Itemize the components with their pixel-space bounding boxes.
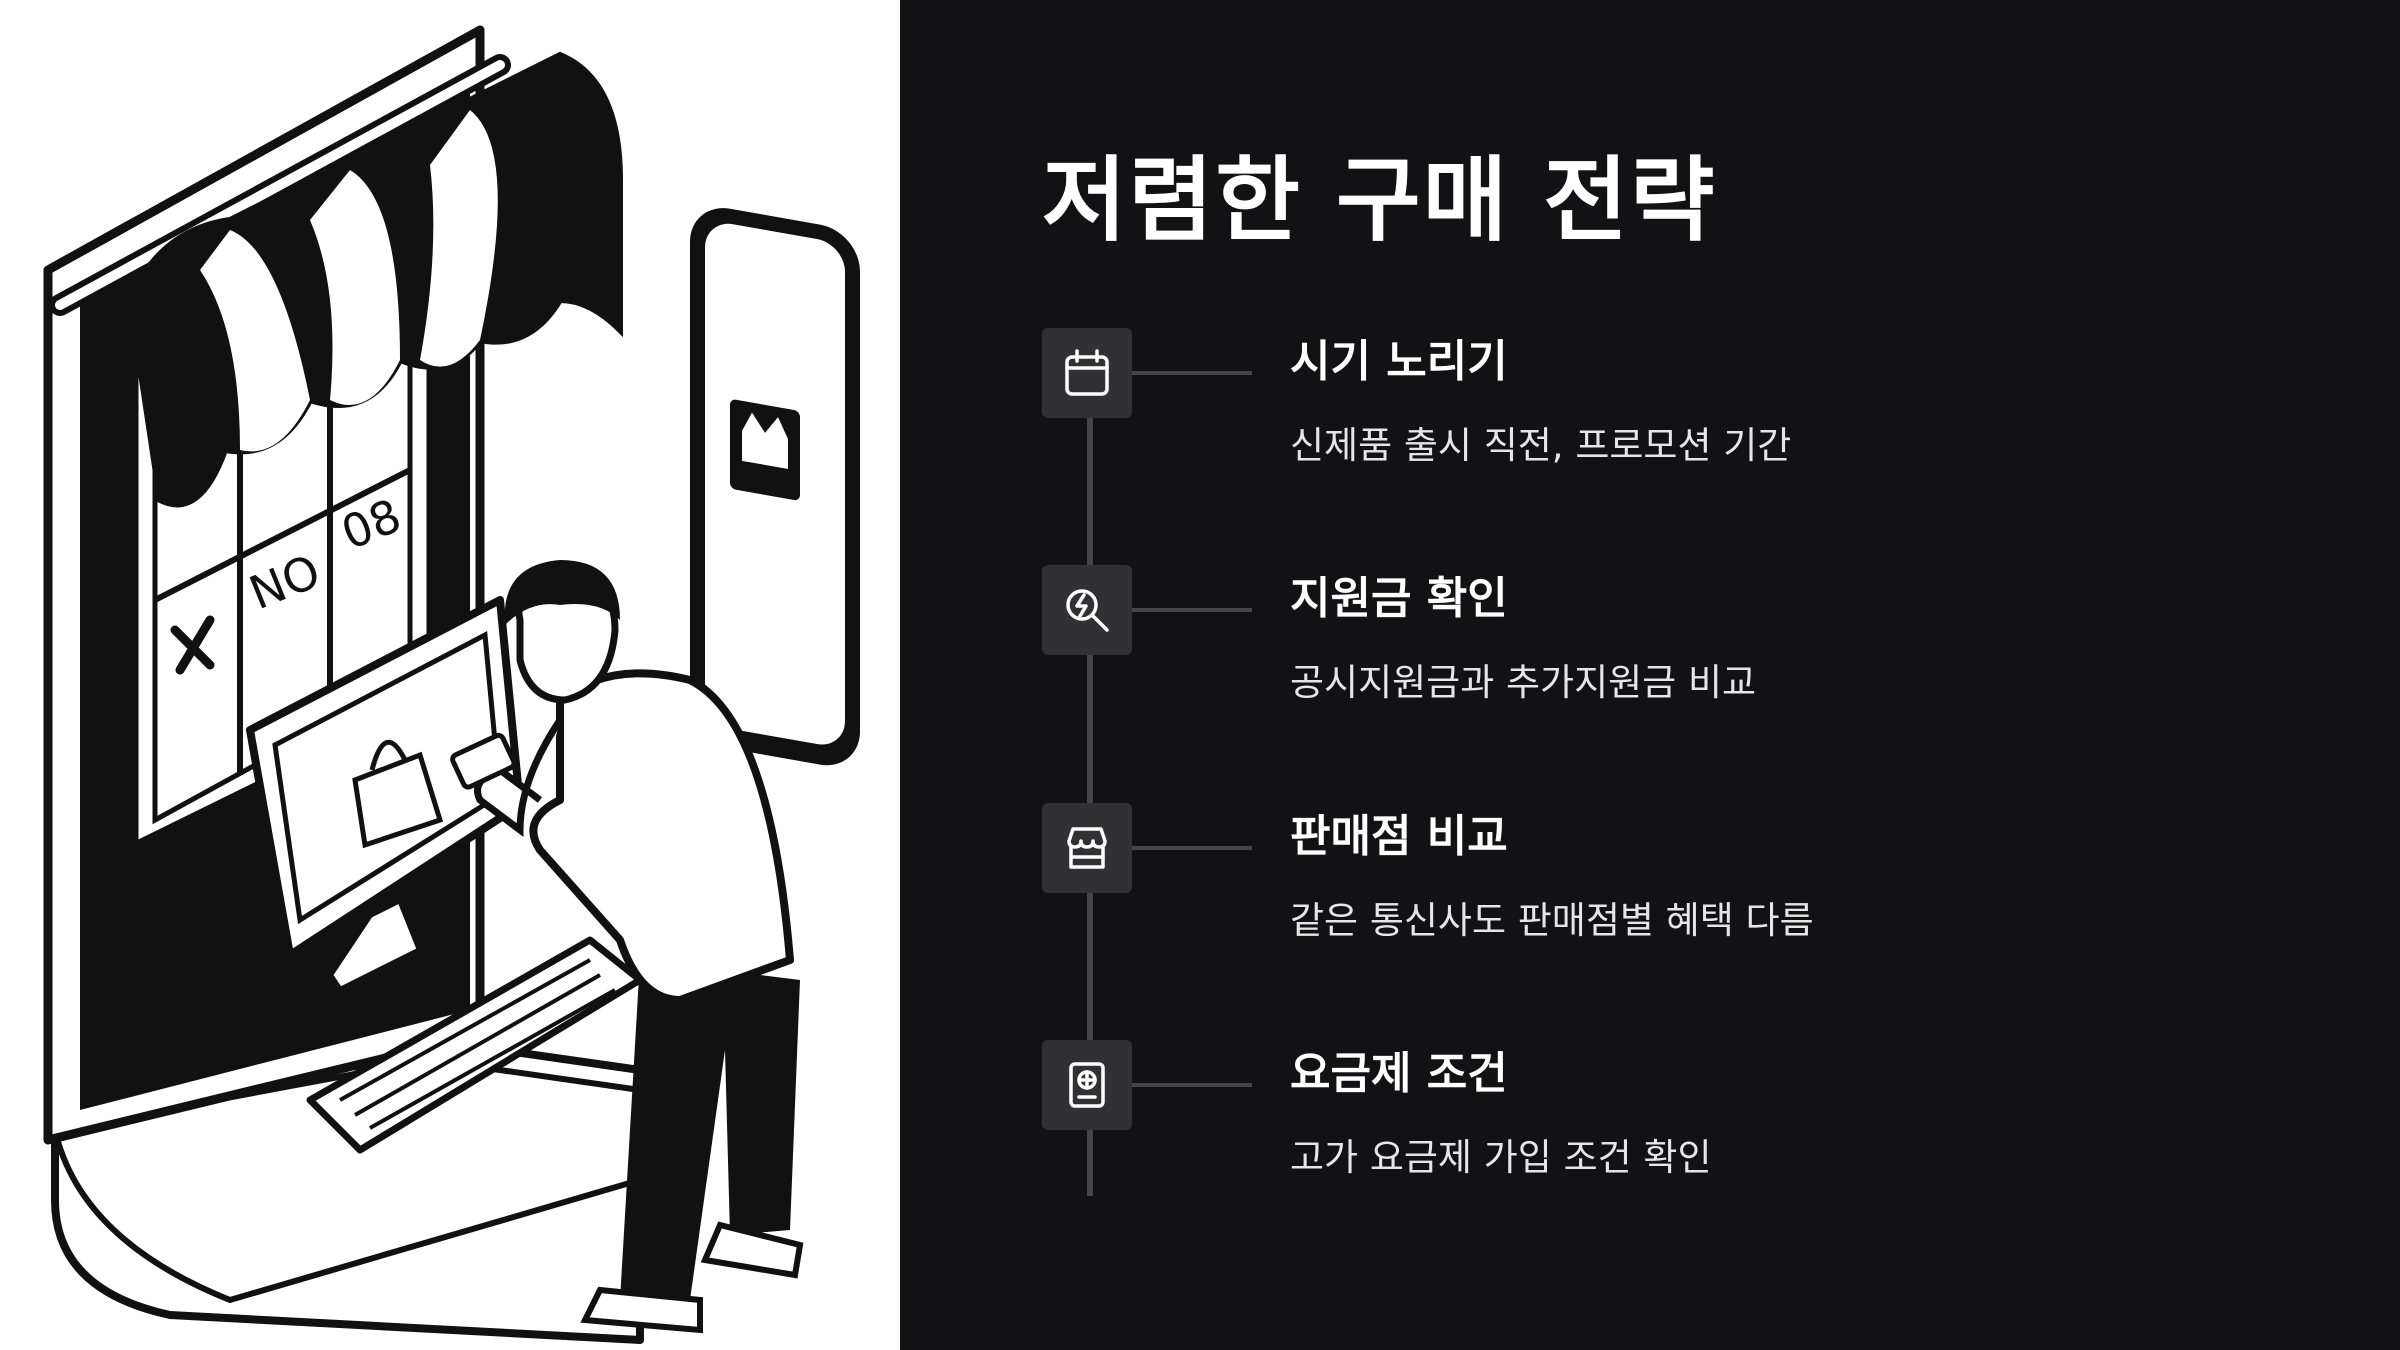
timeline-line: [1087, 380, 1093, 1196]
person-hair: [504, 560, 620, 625]
search-bolt-icon: [1042, 565, 1132, 655]
store-floor: [51, 1056, 643, 1304]
step-subsidy: 지원금 확인 공시지원금과 추가지원금 비교: [1042, 565, 2342, 735]
monitor-stand: [326, 895, 424, 994]
content-panel: 저렴한 구매 전략 시기 노리기 신제품 출시 직전, 프로모션 기간: [900, 0, 2400, 1350]
step-store-compare: 판매점 비교 같은 통신사도 판매점별 혜택 다름: [1042, 803, 2342, 973]
person-jacket: [529, 669, 794, 1004]
hand-phone: [450, 732, 517, 790]
page-title: 저렴한 구매 전략: [1042, 147, 1717, 254]
step-plan-conditions: 요금제 조건 고가 요금제 가입 조건 확인: [1042, 1040, 2342, 1210]
step-description: 신제품 출시 직전, 프로모션 기간: [1290, 424, 1792, 467]
step-description: 같은 통신사도 판매점별 혜택 다름: [1290, 899, 1814, 942]
step-description: 공시지원금과 추가지원금 비교: [1290, 661, 1757, 704]
step-connector: [1132, 846, 1252, 850]
step-title: 요금제 조건: [1290, 1048, 1508, 1099]
step-connector: [1132, 1083, 1252, 1087]
step-connector: [1132, 608, 1252, 612]
passport-icon: [1042, 1040, 1132, 1130]
step-title: 판매점 비교: [1290, 811, 1508, 862]
person-legs: [620, 960, 800, 1300]
step-description: 고가 요금제 가입 조건 확인: [1290, 1136, 1712, 1179]
crown-icon: [742, 412, 788, 469]
store-phone-person-drawing: NO 08: [43, 25, 860, 1344]
step-timing: 시기 노리기 신제품 출시 직전, 프로모션 기간: [1042, 328, 2342, 498]
person-shoes: [580, 1221, 804, 1334]
step-title: 지원금 확인: [1290, 573, 1508, 624]
step-title: 시기 노리기: [1290, 336, 1508, 387]
shopping-illustration: NO 08: [0, 0, 900, 1350]
shopping-bag-icon: [352, 751, 444, 849]
store-icon: [1042, 803, 1132, 893]
calendar-icon: [1042, 328, 1132, 418]
step-connector: [1132, 371, 1252, 375]
x-sign-icon: [170, 615, 215, 675]
